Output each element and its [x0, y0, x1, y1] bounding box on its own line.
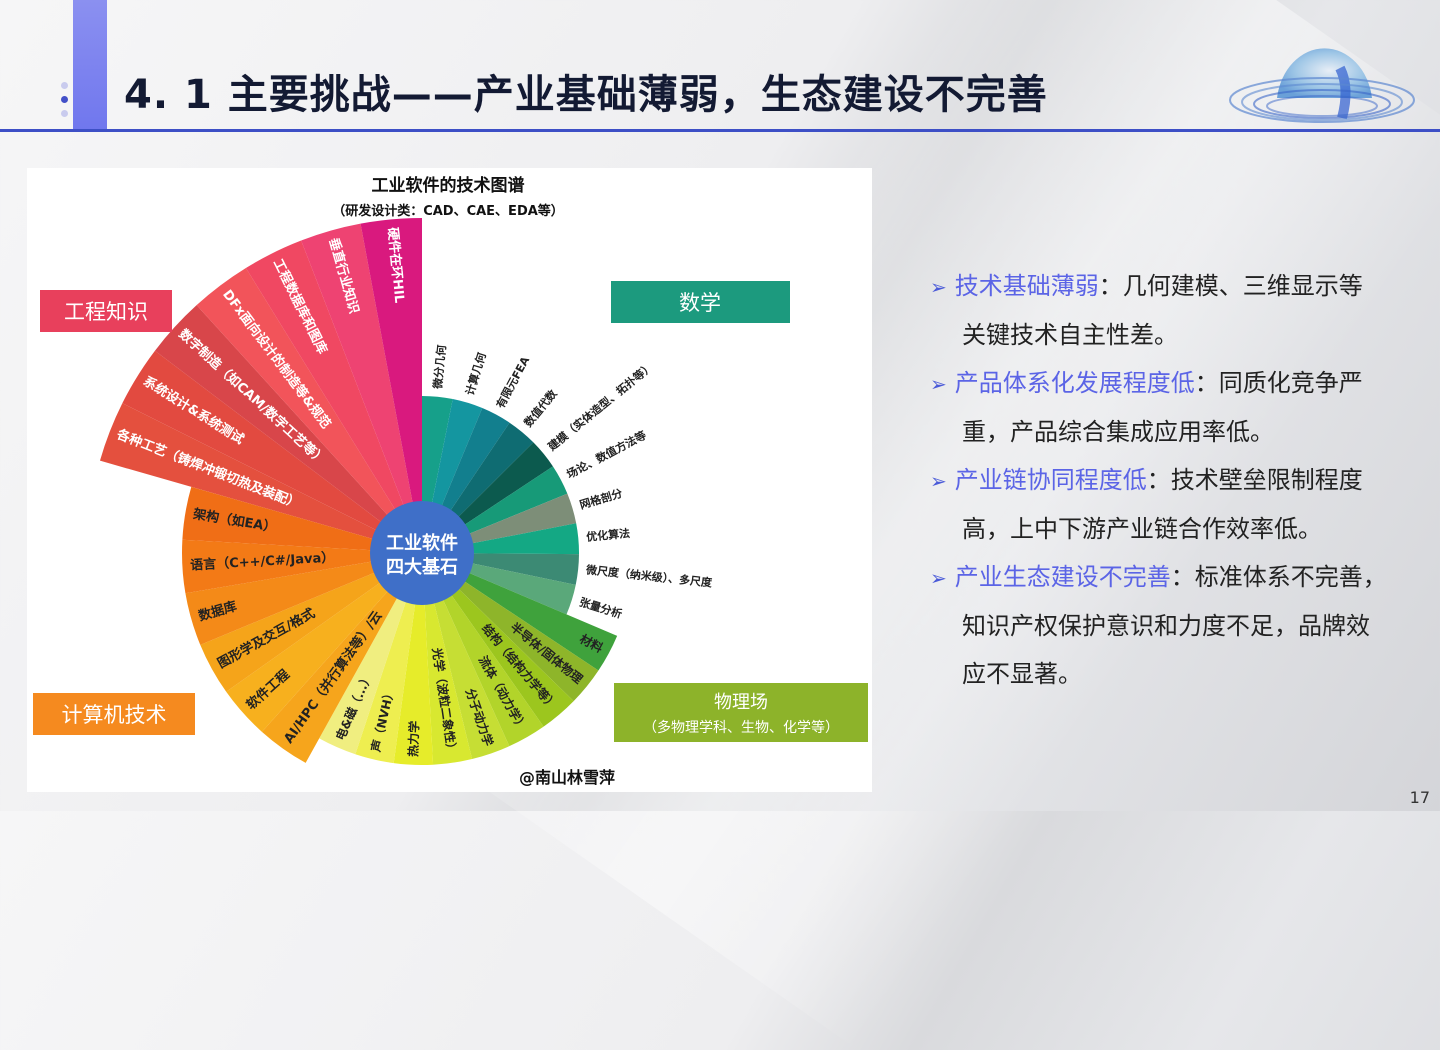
math-label: 数学 [679, 291, 721, 315]
diagram-title: 工业软件的技术图谱 [372, 175, 525, 196]
computer-segment [185, 561, 376, 645]
physics-segment [442, 593, 544, 747]
physics-label: 物理场 [714, 692, 768, 713]
math-segment-label: 有限元FEA [493, 354, 532, 411]
physics-segment-label: 热力学 [405, 720, 421, 757]
physics-segment [463, 572, 618, 671]
engineering-segment [99, 403, 378, 540]
math-segment [441, 408, 510, 512]
computer-segment [182, 486, 374, 551]
center-hub [370, 501, 474, 605]
challenge-text: 几何建模、三维显示等 [1122, 272, 1363, 300]
planet-logo-icon [1229, 48, 1415, 123]
challenge-heading: 产品体系化发展程度低 [954, 369, 1195, 397]
engineering-segment [196, 268, 396, 517]
challenge-text: 重，产品综合集成应用率低。 [962, 418, 1274, 446]
math-segment [470, 553, 579, 585]
physics-sublabel: （多物理学科、生物、化学等） [643, 719, 839, 736]
tech-map-diagram: 工业软件的技术图谱 （研发设计类：CAD、CAE、EDA等） 各种工艺（铸焊冲锻… [27, 168, 872, 792]
math-segment-label: 微分几何 [430, 344, 448, 390]
center-label-line1: 工业软件 [386, 532, 458, 554]
challenge-item: ➢ 产业生态建设不完善：标准体系不完善， 知识产权保护意识和力度不足，品牌效 应不… [930, 553, 1430, 698]
arrow-bullet-icon: ➢ [930, 372, 947, 396]
physics-segment [424, 601, 473, 765]
challenge-text: 技术壁垒限制程度 [1170, 466, 1363, 494]
engineering-segment [154, 305, 389, 523]
math-segment [463, 466, 568, 535]
engineering-label: 工程知识 [64, 300, 148, 324]
engineering-box [40, 290, 172, 332]
math-segment [449, 422, 534, 518]
math-segment-label: 计算几何 [462, 351, 488, 397]
computer-segment [200, 572, 382, 692]
challenge-text: 应不显著。 [962, 660, 1082, 688]
challenge-heading: 产业生态建设不完善 [954, 563, 1171, 591]
math-segment [422, 396, 453, 504]
computer-box [33, 693, 195, 735]
math-segment-label: 张量分析 [578, 595, 624, 621]
decor-dot [61, 110, 68, 117]
engineering-segment-label: 硬件在环HIL [384, 227, 407, 304]
engineering-segment [360, 218, 422, 504]
engineering-segment [122, 350, 383, 531]
physics-segment [355, 600, 416, 764]
challenge-item: ➢ 产业链协同程度低：技术壁垒限制程度 高，上中下游产业链合作效率低。 [930, 456, 1430, 553]
title-divider [0, 129, 1440, 132]
challenge-text: 标准体系不完善， [1194, 563, 1387, 591]
math-segment [431, 399, 483, 507]
math-segment [471, 523, 579, 555]
watermark: @南山林雪萍 [519, 768, 615, 787]
computer-segment [261, 590, 398, 763]
math-segment-label: 场论、数值方法等 [564, 428, 648, 481]
math-segment [468, 493, 577, 544]
decor-dot-active [61, 96, 68, 103]
math-segment-label: 微尺度（纳米级）、多尺度 [584, 562, 713, 589]
computer-label: 计算机技术 [62, 703, 167, 727]
computer-segment [182, 539, 373, 594]
title-accent-bar [73, 0, 107, 130]
math-box [611, 281, 790, 323]
physics-segment [393, 602, 434, 765]
page-title: 4. 1 主要挑战——产业基础薄弱，生态建设不完善 [124, 72, 1048, 118]
arrow-bullet-icon: ➢ [930, 275, 947, 299]
engineering-segment [245, 240, 404, 511]
physics-box [614, 683, 868, 742]
arrow-bullet-icon: ➢ [930, 469, 947, 493]
separator: ： [1146, 466, 1171, 494]
challenge-item: ➢ 产品体系化发展程度低：同质化竞争严 重，产品综合集成应用率低。 [930, 359, 1430, 456]
challenge-text: 关键技术自主性差。 [962, 321, 1178, 349]
challenge-text: 知识产权保护意识和力度不足，品牌效 [962, 612, 1370, 640]
center-label-line2: 四大基石 [386, 556, 458, 578]
challenge-heading: 技术基础薄弱 [954, 272, 1099, 300]
math-segment-label: 优化算法 [586, 526, 631, 544]
physics-segment [450, 587, 574, 727]
separator: ： [1098, 272, 1123, 300]
challenge-heading: 产业链协同程度低 [954, 466, 1147, 494]
math-segment [468, 563, 576, 615]
decor-dot [61, 82, 68, 89]
engineering-segment [301, 223, 413, 507]
math-segment-label: 网格剖分 [578, 486, 624, 512]
challenge-text: 高，上中下游产业链合作效率低。 [962, 515, 1322, 543]
diagram-subtitle: （研发设计类：CAD、CAE、EDA等） [332, 203, 564, 219]
challenge-text: 同质化竞争严 [1218, 369, 1363, 397]
challenge-list: ➢技术基础薄弱：几何建模、三维显示等 关键技术自主性差。 ➢产品体系化发展程度低… [930, 262, 1430, 698]
physics-segment [457, 580, 599, 702]
separator: ： [1194, 369, 1219, 397]
arrow-bullet-icon: ➢ [930, 566, 947, 590]
computer-segment [226, 581, 389, 732]
math-segment-label: 数值代数 [521, 386, 560, 430]
physics-segment [433, 598, 510, 759]
math-segment [457, 442, 553, 526]
page-number: 17 [1409, 788, 1430, 807]
challenge-item: ➢ 技术基础薄弱：几何建模、三维显示等 关键技术自主性差。 [930, 262, 1430, 359]
separator: ： [1170, 563, 1195, 591]
physics-segment [319, 596, 407, 755]
